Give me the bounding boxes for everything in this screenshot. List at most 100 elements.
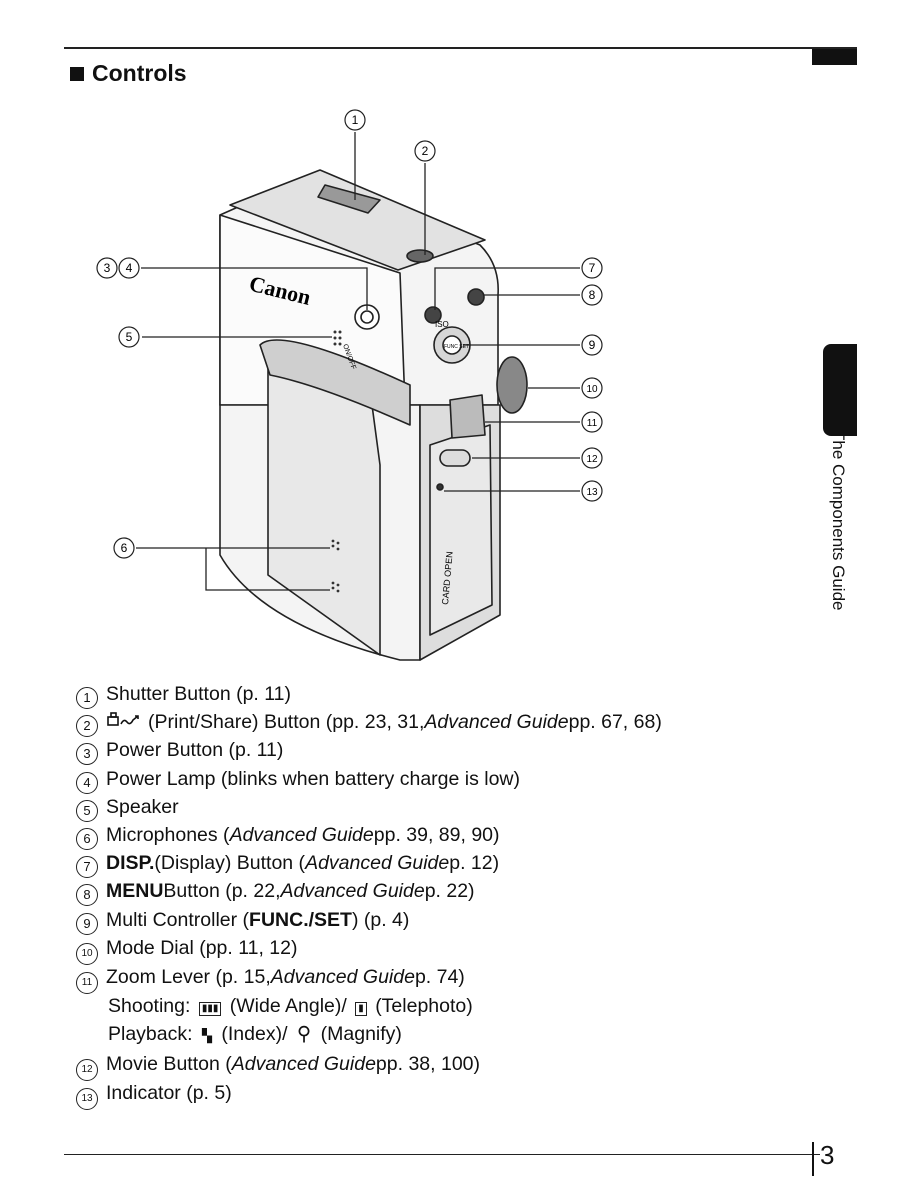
corner-block	[812, 49, 857, 65]
item-bold: MENU	[106, 880, 164, 903]
microphone-grilles	[331, 539, 340, 593]
item-text: p. 12)	[449, 852, 500, 875]
item-text: Multi Controller (	[106, 908, 250, 931]
side-tab	[823, 344, 857, 436]
item-text: p. 22)	[424, 880, 475, 903]
svg-text:11: 11	[587, 418, 598, 429]
callout-7: 7	[581, 257, 603, 279]
print-share-button	[406, 249, 434, 263]
item-text: Microphones (	[106, 824, 230, 847]
camera-top	[229, 169, 486, 271]
svg-text:4: 4	[126, 261, 133, 275]
func-set-button	[442, 335, 462, 355]
item-number: 12	[76, 1059, 98, 1082]
item-number: 1	[76, 687, 98, 709]
playback-label: Playback:	[108, 1023, 193, 1046]
item-number: 8	[76, 884, 98, 907]
movie-button	[439, 449, 471, 467]
speaker-grille	[333, 330, 342, 346]
svg-text:5: 5	[126, 330, 133, 344]
list-item: 2 (Print/Share) Button (pp. 23, 31, Adva…	[76, 708, 816, 738]
print-share-icon	[107, 712, 139, 727]
func-label: FUNC SET	[444, 344, 469, 350]
top-rule	[64, 47, 857, 49]
svg-text:2: 2	[422, 144, 429, 158]
callout-1: 1	[344, 109, 366, 131]
svg-text:10: 10	[586, 384, 598, 395]
list-item: 6 Microphones (Advanced Guide pp. 39, 89…	[76, 821, 816, 851]
item-text: (Display) Button (	[154, 852, 306, 875]
item-number: 10	[76, 942, 98, 965]
item-text: Button (p. 22,	[163, 880, 281, 903]
item-italic: Advanced Guide	[424, 711, 569, 734]
item-number: 3	[76, 743, 98, 766]
item-text: (Print/Share) Button (pp. 23, 31,	[148, 711, 425, 734]
list-item: 7 DISP. (Display) Button (Advanced Guide…	[76, 849, 816, 879]
card-label: CARD OPEN	[440, 551, 455, 605]
square-bullet-icon	[70, 66, 84, 81]
item-italic: Advanced Guide	[270, 965, 415, 988]
side-label-text: The Components Guide	[829, 430, 848, 611]
item-text: Indicator (p. 5)	[106, 1082, 232, 1105]
svg-text:3: 3	[104, 261, 111, 275]
item-text: ) (p. 4)	[351, 908, 410, 931]
svg-text:13: 13	[586, 487, 598, 498]
callout-8: 8	[581, 284, 603, 306]
magnify-text: (Magnify)	[320, 1023, 402, 1046]
list-item: 12 Movie Button (Advanced Guide pp. 38, …	[76, 1050, 816, 1082]
magnify-icon: ⚲	[296, 1023, 312, 1046]
zoom-playback-line: Playback: ▚ (Index)/ ⚲ (Magnify)	[76, 1020, 816, 1050]
callout-11: 11	[581, 411, 603, 433]
item-bold: DISP.	[106, 852, 155, 875]
item-text: pp. 38, 100)	[375, 1053, 481, 1076]
zoom-lever	[449, 394, 486, 439]
callout-10: 10	[581, 377, 603, 399]
bottom-vertical-rule	[812, 1142, 814, 1176]
callout-3: 3	[96, 257, 118, 279]
item-text: Power Lamp (blinks when battery charge i…	[106, 767, 521, 790]
list-item: 3 Power Button (p. 11)	[76, 736, 816, 766]
list-item: 13 Indicator (p. 5)	[76, 1079, 816, 1111]
item-number: 7	[76, 856, 98, 879]
item-text: pp. 39, 89, 90)	[373, 824, 500, 847]
item-text: Power Button (p. 11)	[106, 739, 284, 762]
list-item: 5 Speaker	[76, 793, 816, 822]
callout-4: 4	[118, 257, 140, 279]
item-italic: Advanced Guide	[280, 880, 425, 903]
callout-5: 5	[118, 326, 140, 348]
camera-diagram: Canon ON/OFF ISO FUNC SET CARD OPEN 1 2 …	[96, 109, 603, 661]
item-text: Zoom Lever (p. 15,	[106, 965, 271, 988]
item-italic: Advanced Guide	[305, 852, 450, 875]
callout-9: 9	[581, 334, 603, 356]
list-item: 1 Shutter Button (p. 11)	[76, 680, 816, 709]
index-icon: ▚	[201, 1028, 212, 1044]
section-heading: Controls	[70, 60, 187, 87]
callout-13: 13	[581, 480, 603, 502]
index-text: (Index)/	[221, 1023, 288, 1046]
item-number: 11	[76, 971, 98, 994]
list-item: 4 Power Lamp (blinks when battery charge…	[76, 765, 816, 794]
item-text: Shutter Button (p. 11)	[106, 683, 291, 705]
callout-2: 2	[414, 140, 436, 162]
zoom-shooting-line: Shooting: ▮▮▮ (Wide Angle)/ ▮ (Telephoto…	[76, 992, 816, 1020]
item-number: 13	[76, 1088, 98, 1111]
indicator-lamp	[436, 483, 444, 491]
iso-label: ISO	[435, 320, 449, 329]
callout-numbers: 1 2 3 4 5 6 7 8 9 10 11 12 13	[96, 109, 603, 559]
heading-text: Controls	[92, 60, 187, 86]
lcd-hinge	[259, 339, 411, 426]
side-label: The Components Guide	[826, 430, 848, 630]
item-bold: FUNC./SET	[249, 908, 352, 931]
controls-list: 1 Shutter Button (p. 11) 2 (Print/Share)…	[76, 680, 816, 1111]
item-italic: Advanced Guide	[231, 1053, 376, 1076]
shutter-button	[317, 184, 381, 214]
telephoto-icon: ▮	[355, 1001, 367, 1016]
mode-dial	[496, 356, 528, 414]
svg-text:7: 7	[589, 261, 596, 275]
disp-button	[424, 306, 442, 324]
item-number: 4	[76, 771, 98, 794]
menu-button	[467, 288, 485, 306]
item-number: 9	[76, 912, 98, 935]
item-text: Mode Dial (pp. 11, 12)	[106, 936, 298, 959]
telephoto-text: (Telephoto)	[375, 994, 473, 1017]
